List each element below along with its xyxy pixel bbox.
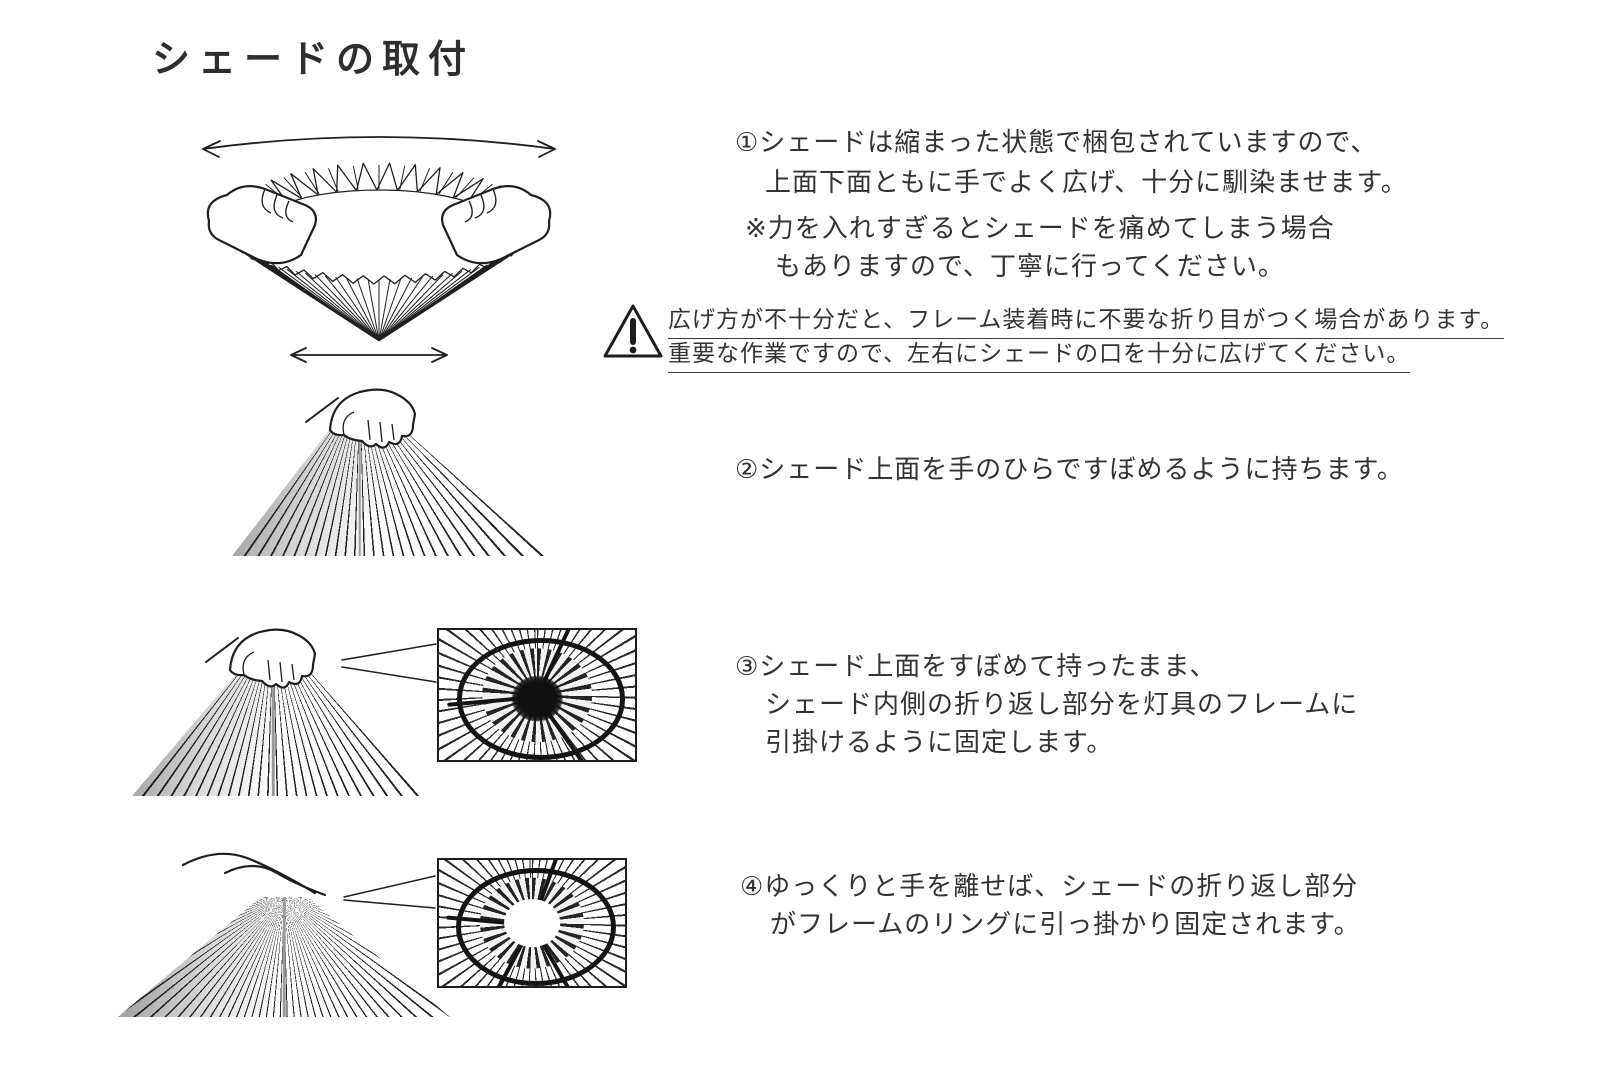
step3-text-line2: シェード内側の折り返し部分を灯具のフレームに — [765, 690, 1359, 720]
center-seam — [271, 630, 275, 796]
step2-text-line1: ②シェード上面を手のひらですぼめるように持ちます。 — [735, 455, 1404, 485]
step4-text-line1: ④ゆっくりと手を離せば、シェードの折り返し部分 — [740, 872, 1359, 902]
hand-icon — [305, 388, 417, 449]
illustration-stretch-shade — [202, 136, 556, 363]
step1-text-line1: ①シェードは縮まった状態で梱包されていますので、 — [735, 128, 1378, 158]
center-seam — [358, 390, 362, 556]
warning-text-line2: 重要な作業ですので、左右にシェードの口を十分に広げてください。 — [668, 334, 1411, 373]
center-opening — [504, 899, 560, 947]
inset-detail-ring-fixed — [437, 858, 627, 988]
step1-text-line2: 上面下面ともに手でよく広げ、十分に馴染ませます。 — [765, 168, 1408, 198]
gathered-shade-top — [503, 668, 571, 729]
frame-ring — [455, 867, 617, 986]
step3-text-line3: 引掛けるように固定します。 — [765, 728, 1114, 758]
hand-icon — [205, 628, 317, 689]
warning-triangle-icon — [603, 304, 663, 358]
step3-text-line1: ③シェード上面をすぼめて持ったまま、 — [735, 652, 1217, 682]
frame-ring — [456, 637, 626, 760]
center-seam — [282, 897, 286, 1017]
step4-text-line2: がフレームのリングに引っ掛かり固定されます。 — [770, 910, 1361, 940]
page-title: シェードの取付 — [152, 37, 475, 81]
releasing-hand-icon — [181, 852, 327, 897]
illustration-cone-shade-step4 — [118, 897, 450, 1017]
inset-detail-frame-hooked — [437, 628, 637, 762]
magnifier-leader-lines — [341, 643, 437, 683]
step1-note-line2: もありますので、丁寧に行ってください。 — [775, 252, 1285, 282]
warning-text-line1: 広げ方が不十分だと、フレーム装着時に不要な折り目がつく場合があります。 — [668, 300, 1505, 339]
step1-note-line1: ※力を入れすぎるとシェードを痛めてしまう場合 — [745, 214, 1335, 244]
magnifier-leader-lines — [343, 875, 436, 909]
